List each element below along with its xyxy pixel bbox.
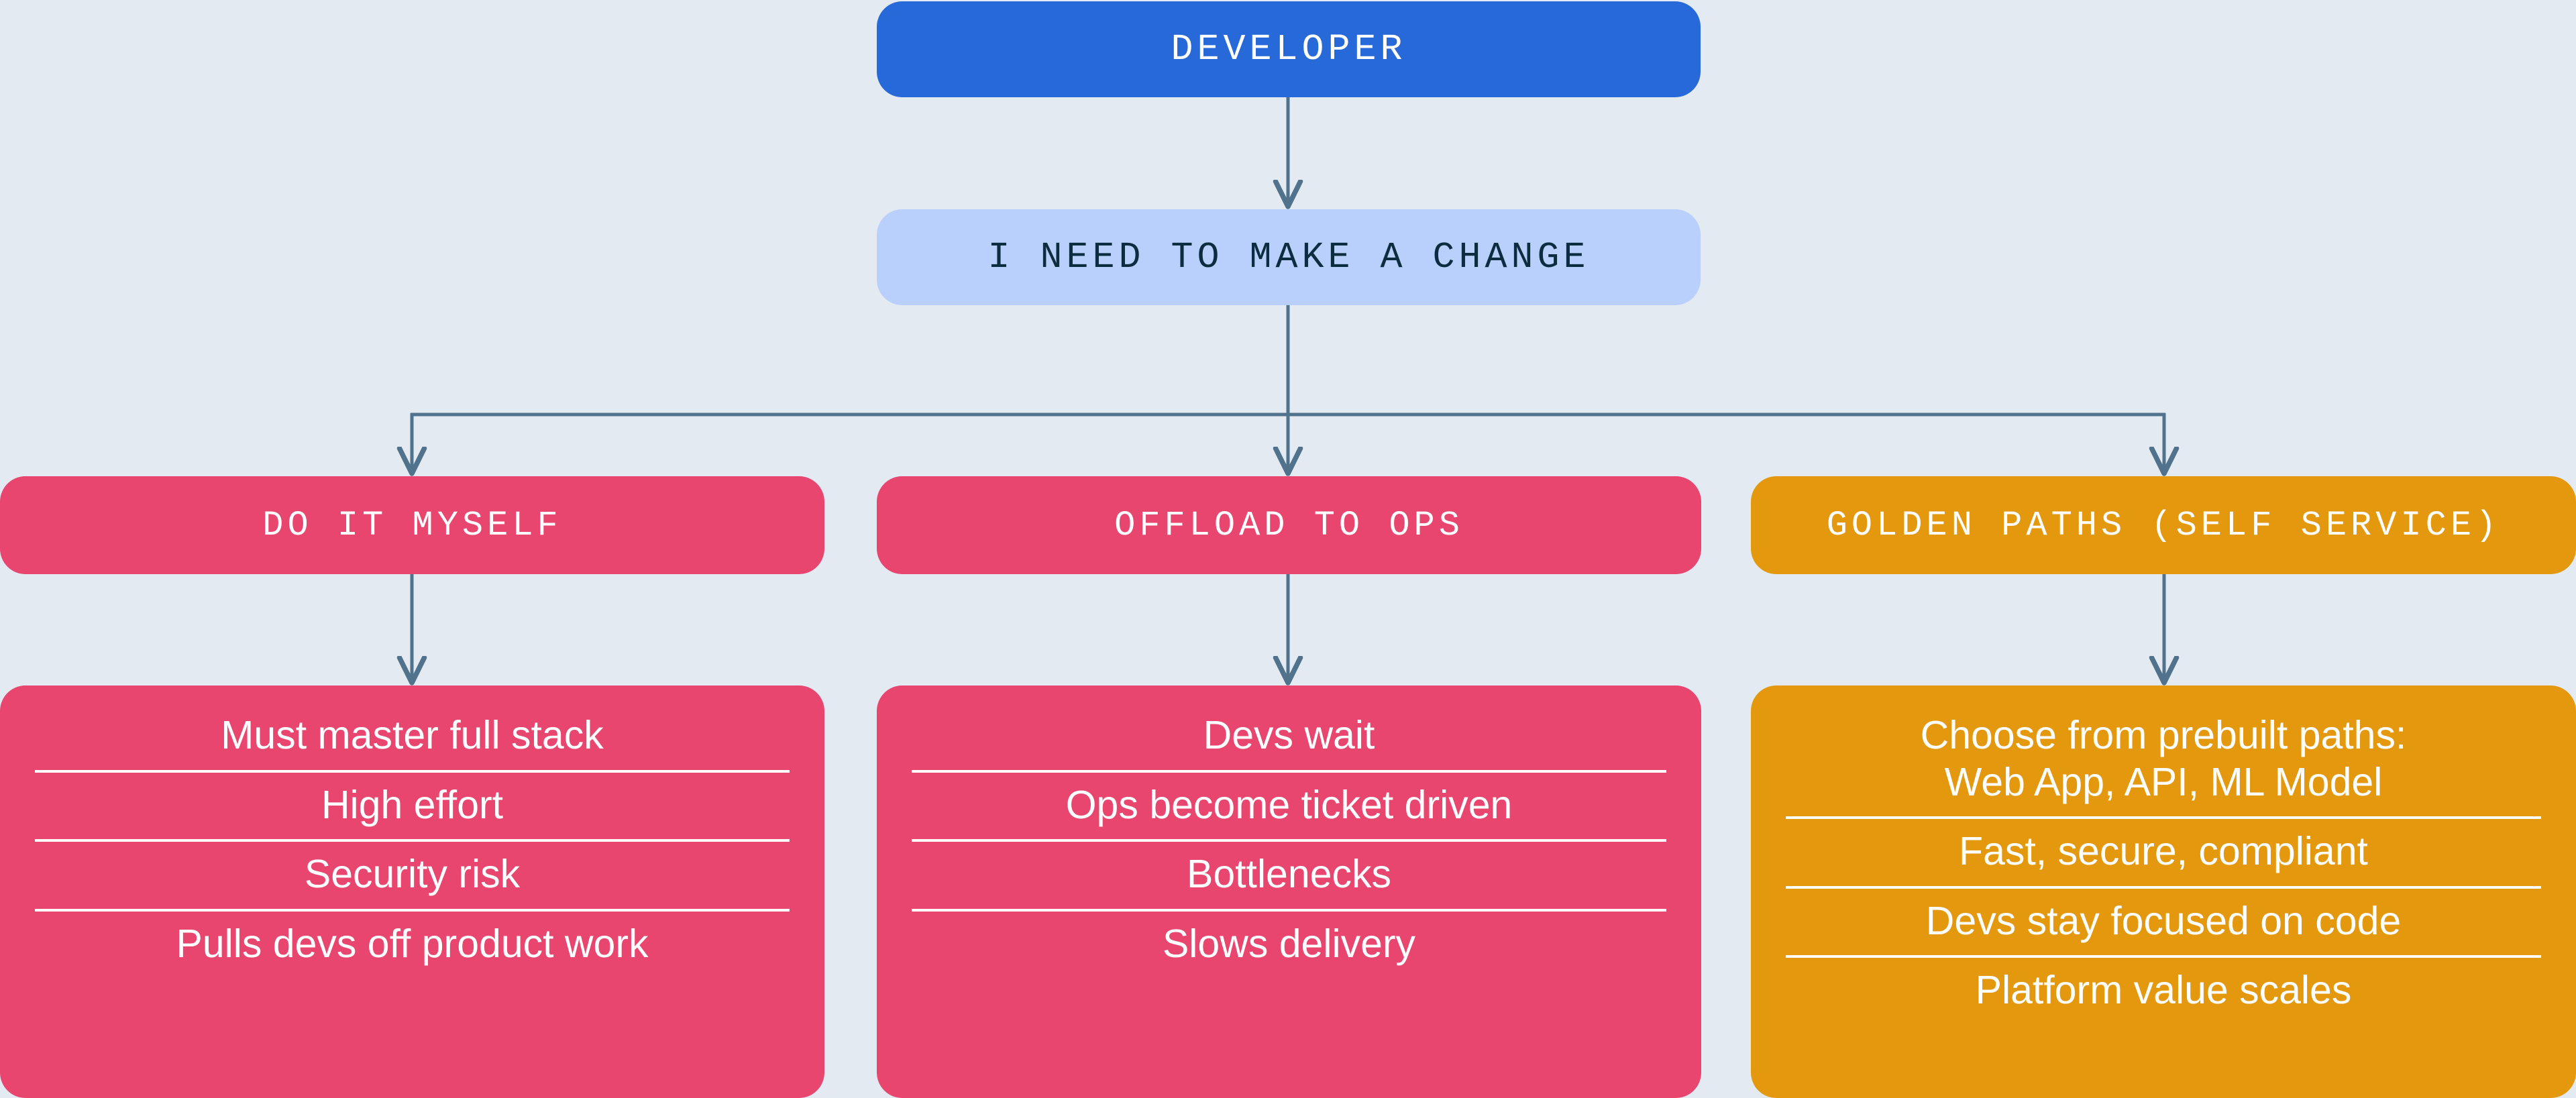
list-item: Platform value scales bbox=[1975, 968, 2352, 1013]
list-item: Ops become ticket driven bbox=[1065, 782, 1513, 827]
list-divider bbox=[912, 769, 1666, 773]
list-item: High effort bbox=[321, 782, 504, 827]
list-item: Fast, secure, compliant bbox=[1959, 829, 2368, 874]
list-divider bbox=[912, 908, 1666, 912]
list-divider bbox=[912, 839, 1666, 842]
node-i-need-to-make-a-change[interactable]: I NEED TO MAKE A CHANGE bbox=[877, 209, 1701, 305]
detail-list-do-it-myself: Must master full stack High effort Secur… bbox=[0, 685, 824, 1098]
list-item: Devs wait bbox=[1203, 713, 1375, 757]
detail-list-offload-to-ops: Devs wait Ops become ticket driven Bottl… bbox=[877, 685, 1701, 1098]
list-item: Must master full stack bbox=[221, 713, 604, 757]
node-developer[interactable]: DEVELOPER bbox=[877, 1, 1701, 97]
node-option-golden-paths[interactable]: GOLDEN PATHS (SELF SERVICE) bbox=[1751, 476, 2576, 574]
node-option-offload-to-ops[interactable]: OFFLOAD TO OPS bbox=[877, 476, 1701, 574]
list-divider bbox=[35, 908, 790, 912]
list-item: Devs stay focused on code bbox=[1925, 898, 2402, 943]
list-divider bbox=[1786, 885, 2541, 889]
list-divider bbox=[1786, 955, 2541, 958]
list-item: Bottlenecks bbox=[1187, 852, 1391, 897]
list-item: Choose from prebuilt paths: Web App, API… bbox=[1920, 713, 2407, 804]
list-divider bbox=[35, 769, 790, 773]
list-item: Pulls devs off product work bbox=[176, 921, 649, 966]
list-divider bbox=[1786, 816, 2541, 820]
list-item: Security risk bbox=[304, 852, 521, 897]
detail-list-golden-paths: Choose from prebuilt paths: Web App, API… bbox=[1751, 685, 2576, 1098]
list-item: Slows delivery bbox=[1162, 921, 1416, 966]
list-divider bbox=[35, 839, 790, 842]
node-option-do-it-myself[interactable]: DO IT MYSELF bbox=[0, 476, 824, 574]
